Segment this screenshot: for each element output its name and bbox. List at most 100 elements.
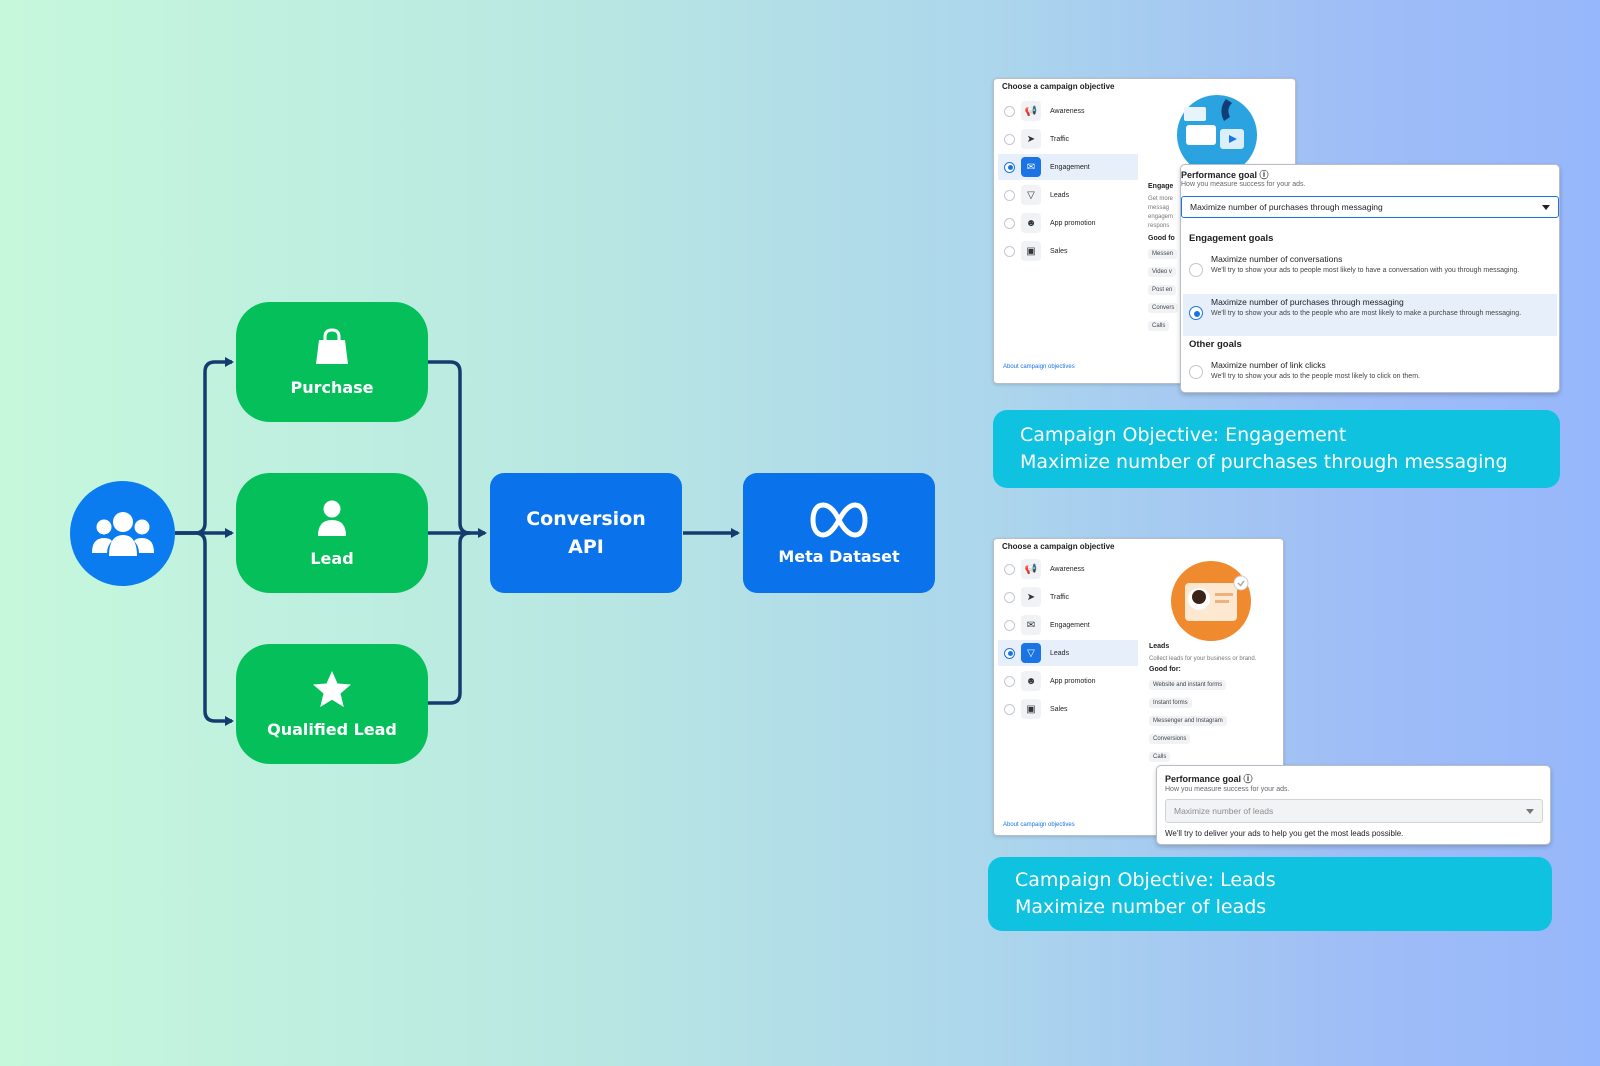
arrow-to-qualified-lead bbox=[175, 531, 234, 726]
objective-radio[interactable] bbox=[1004, 591, 1015, 603]
detail-fragment: Engage bbox=[1148, 183, 1174, 190]
lead-label: Lead bbox=[310, 548, 354, 568]
objective-radio[interactable] bbox=[1004, 133, 1015, 145]
about-campaign-objectives-link[interactable]: About campaign objectives bbox=[1003, 364, 1075, 370]
cursor-icon: ➤ bbox=[1021, 587, 1041, 607]
leads-caption-line1: Campaign Objective: Leads bbox=[1015, 869, 1276, 891]
objective-radio[interactable] bbox=[1004, 105, 1015, 117]
objective-label: Leads bbox=[1050, 191, 1070, 199]
good-for-chip: Calls bbox=[1149, 752, 1171, 762]
detail-fragment: respons bbox=[1148, 223, 1170, 229]
goal-option-desc: We'll try to show your ads to the people… bbox=[1211, 373, 1420, 380]
meta-logo-icon bbox=[810, 501, 868, 538]
good-for-chip: Conversions bbox=[1149, 734, 1191, 744]
qualified-lead-event-node: Qualified Lead bbox=[236, 644, 428, 764]
chat-bubbles-icon: ✉ bbox=[1021, 615, 1041, 635]
qualified-lead-label: Qualified Lead bbox=[267, 719, 397, 739]
users-group-node bbox=[70, 481, 175, 586]
objective-radio-selected[interactable] bbox=[1004, 161, 1015, 173]
engagement-caption: Campaign Objective: Engagement Maximize … bbox=[993, 410, 1560, 488]
goal-option-title: Maximize number of conversations bbox=[1211, 254, 1343, 264]
engagement-performance-goal-panel: Performance goal ⓘ How you measure succe… bbox=[1180, 164, 1560, 393]
cursor-icon: ➤ bbox=[1021, 129, 1041, 149]
goal-option-link-clicks[interactable]: Maximize number of link clicks We'll try… bbox=[1183, 357, 1557, 389]
objective-radio[interactable] bbox=[1004, 189, 1015, 201]
goal-option-title: Maximize number of link clicks bbox=[1211, 360, 1326, 370]
line-from-purchase bbox=[428, 360, 471, 535]
goal-option-title: Maximize number of purchases through mes… bbox=[1211, 297, 1404, 307]
objective-radio[interactable] bbox=[1004, 703, 1015, 715]
objective-radio-selected[interactable] bbox=[1004, 647, 1015, 659]
good-for-chip: Messen bbox=[1148, 249, 1178, 259]
purchase-event-node: Purchase bbox=[236, 302, 428, 422]
objective-label: Engagement bbox=[1050, 621, 1090, 629]
good-for-chip: Calls bbox=[1148, 321, 1170, 331]
objective-engagement[interactable]: ✉ Engagement bbox=[998, 154, 1138, 180]
engagement-caption-line2: Maximize number of purchases through mes… bbox=[1020, 451, 1508, 473]
objective-traffic[interactable]: ➤ Traffic bbox=[998, 584, 1138, 610]
objective-app-promotion[interactable]: ☻ App promotion bbox=[998, 210, 1138, 236]
meta-dataset-node: Meta Dataset bbox=[743, 473, 935, 593]
performance-goal-select-value: Maximize number of leads bbox=[1174, 806, 1274, 816]
about-campaign-objectives-link[interactable]: About campaign objectives bbox=[1003, 822, 1075, 828]
objective-label: Engagement bbox=[1050, 163, 1090, 171]
conversion-api-line2: API bbox=[568, 536, 604, 558]
info-icon[interactable]: ⓘ bbox=[1259, 170, 1269, 180]
info-icon[interactable]: ⓘ bbox=[1243, 774, 1253, 784]
chevron-down-icon bbox=[1526, 809, 1534, 814]
objective-sales[interactable]: ▣ Sales bbox=[998, 238, 1138, 264]
objective-label: Awareness bbox=[1050, 107, 1085, 115]
objective-sales[interactable]: ▣ Sales bbox=[998, 696, 1138, 722]
objective-label: Sales bbox=[1050, 705, 1068, 713]
objective-label: Awareness bbox=[1050, 565, 1085, 573]
goal-radio[interactable] bbox=[1189, 263, 1203, 277]
objective-app-promotion[interactable]: ☻ App promotion bbox=[998, 668, 1138, 694]
goal-option-purchases-messaging[interactable]: Maximize number of purchases through mes… bbox=[1183, 294, 1557, 336]
objective-awareness[interactable]: 📢 Awareness bbox=[998, 556, 1138, 582]
objective-radio[interactable] bbox=[1004, 245, 1015, 257]
leads-illustration bbox=[1171, 561, 1251, 641]
chat-bubbles-icon: ✉ bbox=[1021, 157, 1041, 177]
leads-caption-line2: Maximize number of leads bbox=[1015, 896, 1267, 918]
objective-leads[interactable]: ▽ Leads bbox=[998, 182, 1138, 208]
objective-engagement[interactable]: ✉ Engagement bbox=[998, 612, 1138, 638]
goal-option-conversations[interactable]: Maximize number of conversations We'll t… bbox=[1183, 251, 1557, 291]
performance-goal-note: We'll try to deliver your ads to help yo… bbox=[1165, 829, 1404, 838]
performance-goal-select[interactable]: Maximize number of purchases through mes… bbox=[1181, 196, 1559, 218]
people-icon: ☻ bbox=[1021, 671, 1041, 691]
good-for-heading: Good for: bbox=[1149, 666, 1181, 673]
objective-radio[interactable] bbox=[1004, 675, 1015, 687]
objective-leads[interactable]: ▽ Leads bbox=[998, 640, 1138, 666]
objective-label: Leads bbox=[1050, 649, 1070, 657]
good-for-chip: Convers bbox=[1148, 303, 1179, 313]
objective-radio[interactable] bbox=[1004, 619, 1015, 631]
performance-goal-subtitle: How you measure success for your ads. bbox=[1165, 786, 1290, 793]
chevron-down-icon bbox=[1542, 205, 1550, 210]
objective-radio[interactable] bbox=[1004, 217, 1015, 229]
objective-label: Sales bbox=[1050, 247, 1068, 255]
line-from-qualified-lead bbox=[428, 531, 471, 705]
leads-detail-heading: Leads bbox=[1149, 643, 1170, 650]
person-icon bbox=[318, 500, 346, 536]
arrow-to-purchase bbox=[175, 357, 234, 535]
leads-detail-desc: Collect leads for your business or brand… bbox=[1149, 656, 1257, 662]
objective-panel-title: Choose a campaign objective bbox=[1002, 82, 1115, 91]
performance-goal-title: Performance goal ⓘ bbox=[1165, 774, 1253, 784]
other-goals-heading: Other goals bbox=[1189, 339, 1242, 350]
objective-panel-title: Choose a campaign objective bbox=[1002, 542, 1115, 551]
goal-radio-selected[interactable] bbox=[1189, 306, 1203, 320]
users-group-icon bbox=[91, 511, 154, 556]
good-for-chip: Messenger and Instagram bbox=[1149, 716, 1227, 726]
lead-event-node: Lead bbox=[236, 473, 428, 593]
leads-caption: Campaign Objective: Leads Maximize numbe… bbox=[988, 857, 1552, 931]
goal-radio[interactable] bbox=[1189, 365, 1203, 379]
performance-goal-select[interactable]: Maximize number of leads bbox=[1165, 799, 1543, 823]
objective-label: Traffic bbox=[1050, 593, 1070, 601]
goal-option-desc: We'll try to show your ads to people mos… bbox=[1211, 267, 1520, 274]
conversion-api-line1: Conversion bbox=[526, 508, 646, 530]
objective-traffic[interactable]: ➤ Traffic bbox=[998, 126, 1138, 152]
objective-awareness[interactable]: 📢 Awareness bbox=[998, 98, 1138, 124]
performance-goal-select-value: Maximize number of purchases through mes… bbox=[1190, 202, 1383, 212]
objective-radio[interactable] bbox=[1004, 563, 1015, 575]
star-icon bbox=[313, 670, 351, 707]
